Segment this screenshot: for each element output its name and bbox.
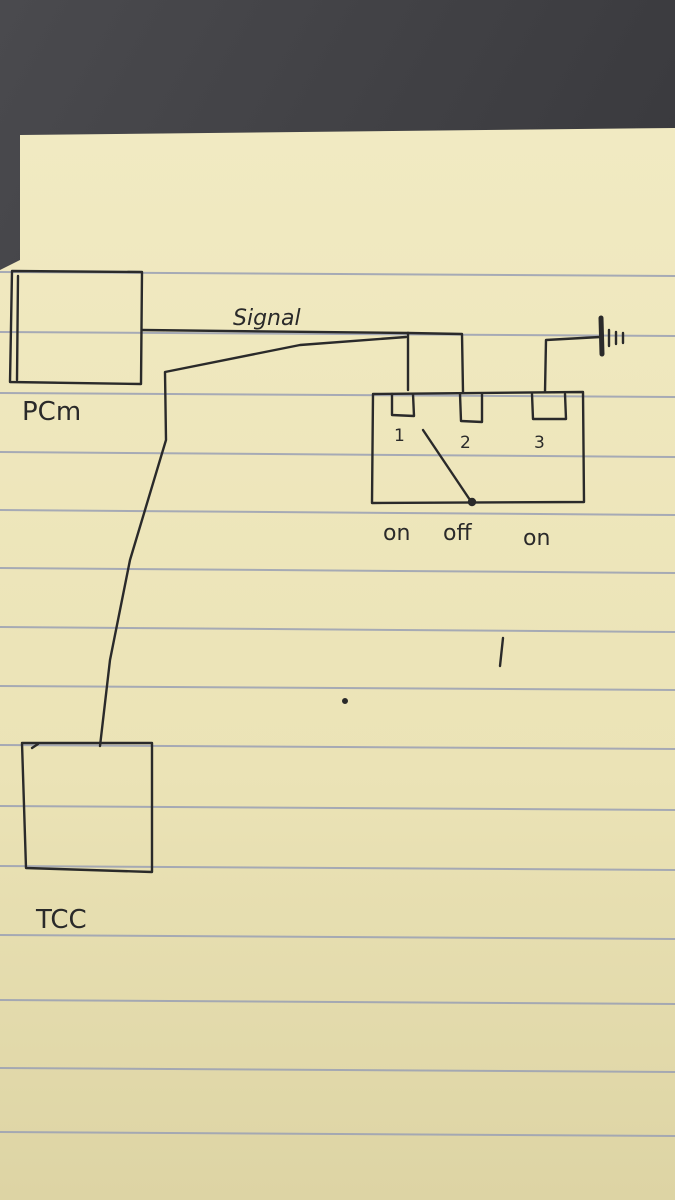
pcm-box <box>8 269 144 386</box>
switch-pivot <box>467 497 477 507</box>
pin1-label: 1 <box>394 426 405 446</box>
wire-to-pin2 <box>406 331 465 394</box>
signal-label: Signal <box>233 306 301 331</box>
tcc-label: TCC <box>35 905 87 935</box>
tcc-wire <box>98 335 408 748</box>
position-on-left-label: on <box>383 521 410 546</box>
position-on-right-label: on <box>523 526 550 551</box>
wire-to-ground <box>543 335 602 394</box>
pcm-label: PCm <box>22 397 81 427</box>
pin2-label: 2 <box>460 433 471 453</box>
pcm-box-inner-edge <box>15 274 20 382</box>
signal-wire <box>140 328 410 335</box>
tcc-box-top-tick <box>30 742 40 750</box>
ruled-lines <box>0 271 675 1137</box>
stray-mark <box>498 636 505 668</box>
pin1-terminal <box>390 392 416 418</box>
stray-dot <box>342 698 349 705</box>
pin3-label: 3 <box>534 433 545 453</box>
switch-body <box>370 390 586 505</box>
tcc-box <box>20 741 154 874</box>
wiring-sketch <box>8 269 602 874</box>
position-off-label: off <box>443 521 472 546</box>
pin3-terminal <box>530 392 568 421</box>
ground-symbol-icon <box>598 315 625 357</box>
paper-sheet <box>0 128 675 1200</box>
switch-lever <box>421 428 472 502</box>
pin2-terminal <box>458 392 484 424</box>
